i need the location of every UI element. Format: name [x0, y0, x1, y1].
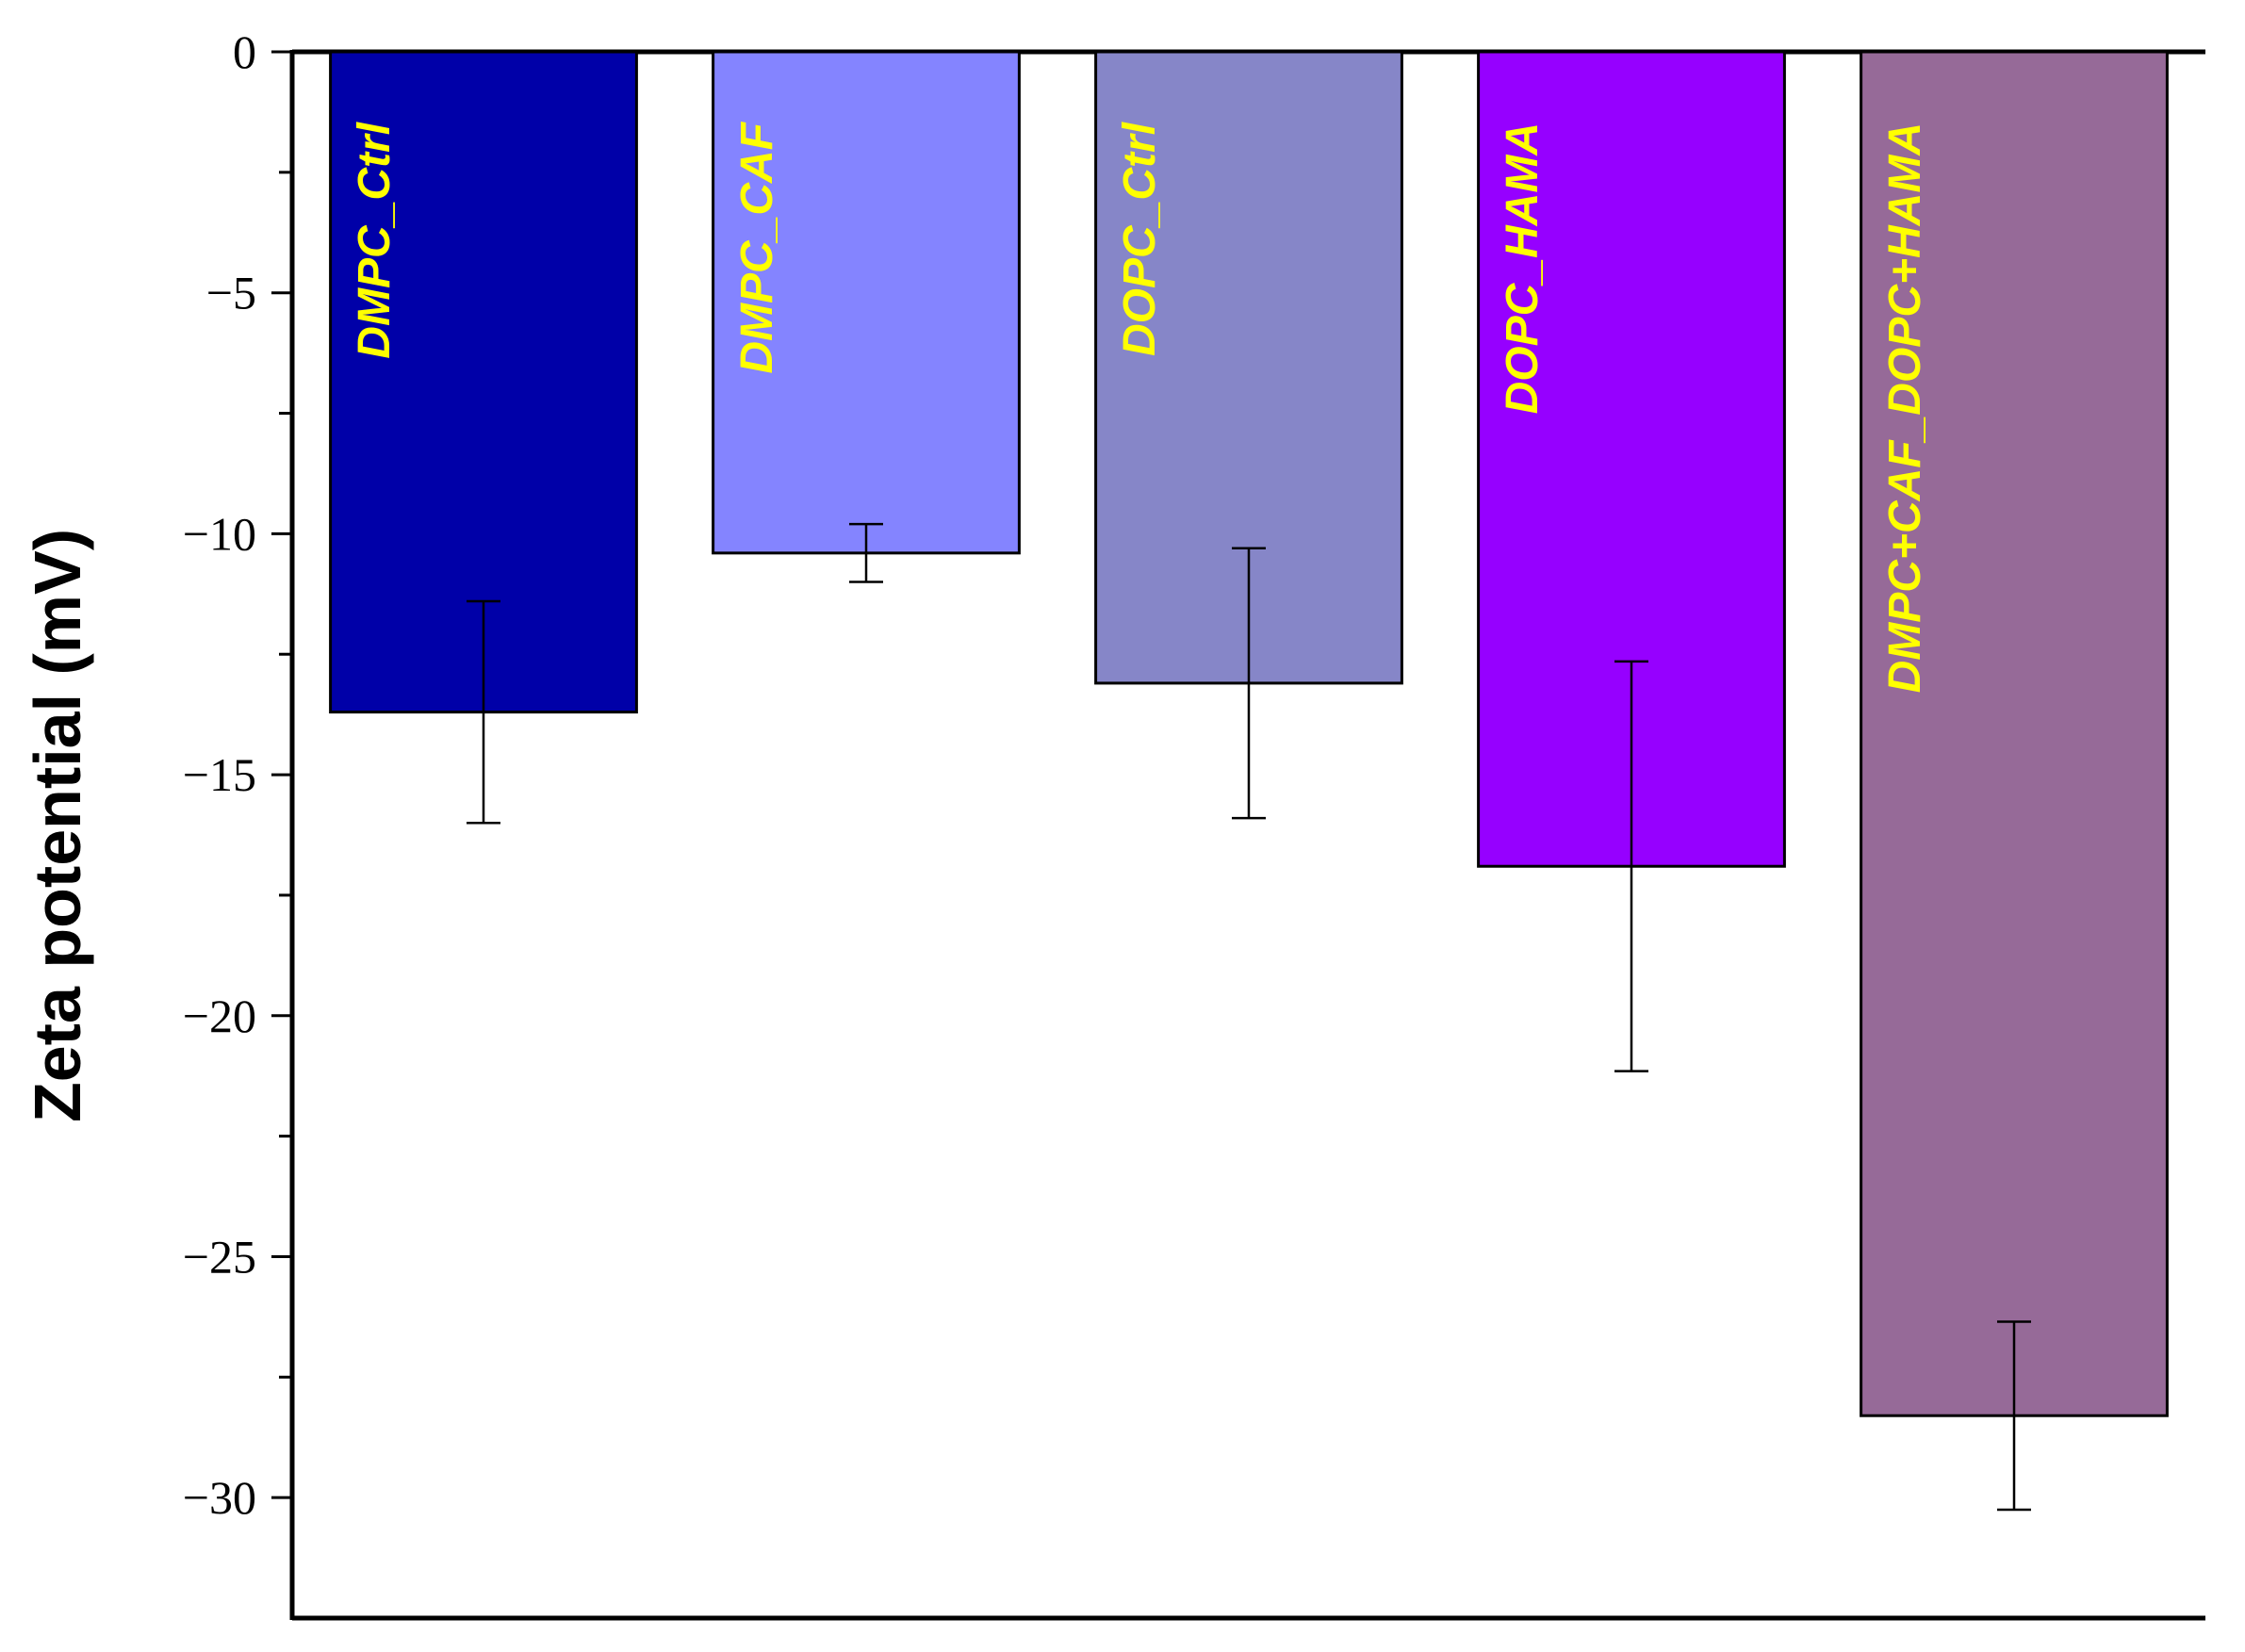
bar-label: DOPC_HAMA	[1498, 123, 1548, 414]
y-tick-label: −25	[183, 1230, 256, 1283]
y-tick-label: −5	[206, 267, 256, 319]
y-tick-label: −10	[183, 507, 256, 560]
y-tick-label: −15	[183, 748, 256, 801]
bar	[1860, 50, 2169, 1417]
bar-label: DMPC_Ctrl	[350, 121, 400, 358]
error-bars	[467, 522, 2031, 1512]
y-tick-label: −30	[183, 1471, 256, 1524]
y-axis-title: Zeta potential (mV)	[21, 529, 94, 1122]
bar-label: DMPC_CAF	[732, 121, 782, 373]
bar-labels: DMPC_Ctrl DMPC_CAF DOPC_Ctrl DOPC_HAMA DMPC+…	[350, 121, 1930, 693]
y-tick-label: −20	[183, 990, 256, 1042]
bar-label: DOPC_Ctrl	[1115, 121, 1165, 356]
bar	[712, 50, 1021, 555]
y-tick-label: 0	[233, 25, 256, 78]
bar-label: DMPC+CAF_DOPC+HAMA	[1880, 123, 1930, 693]
